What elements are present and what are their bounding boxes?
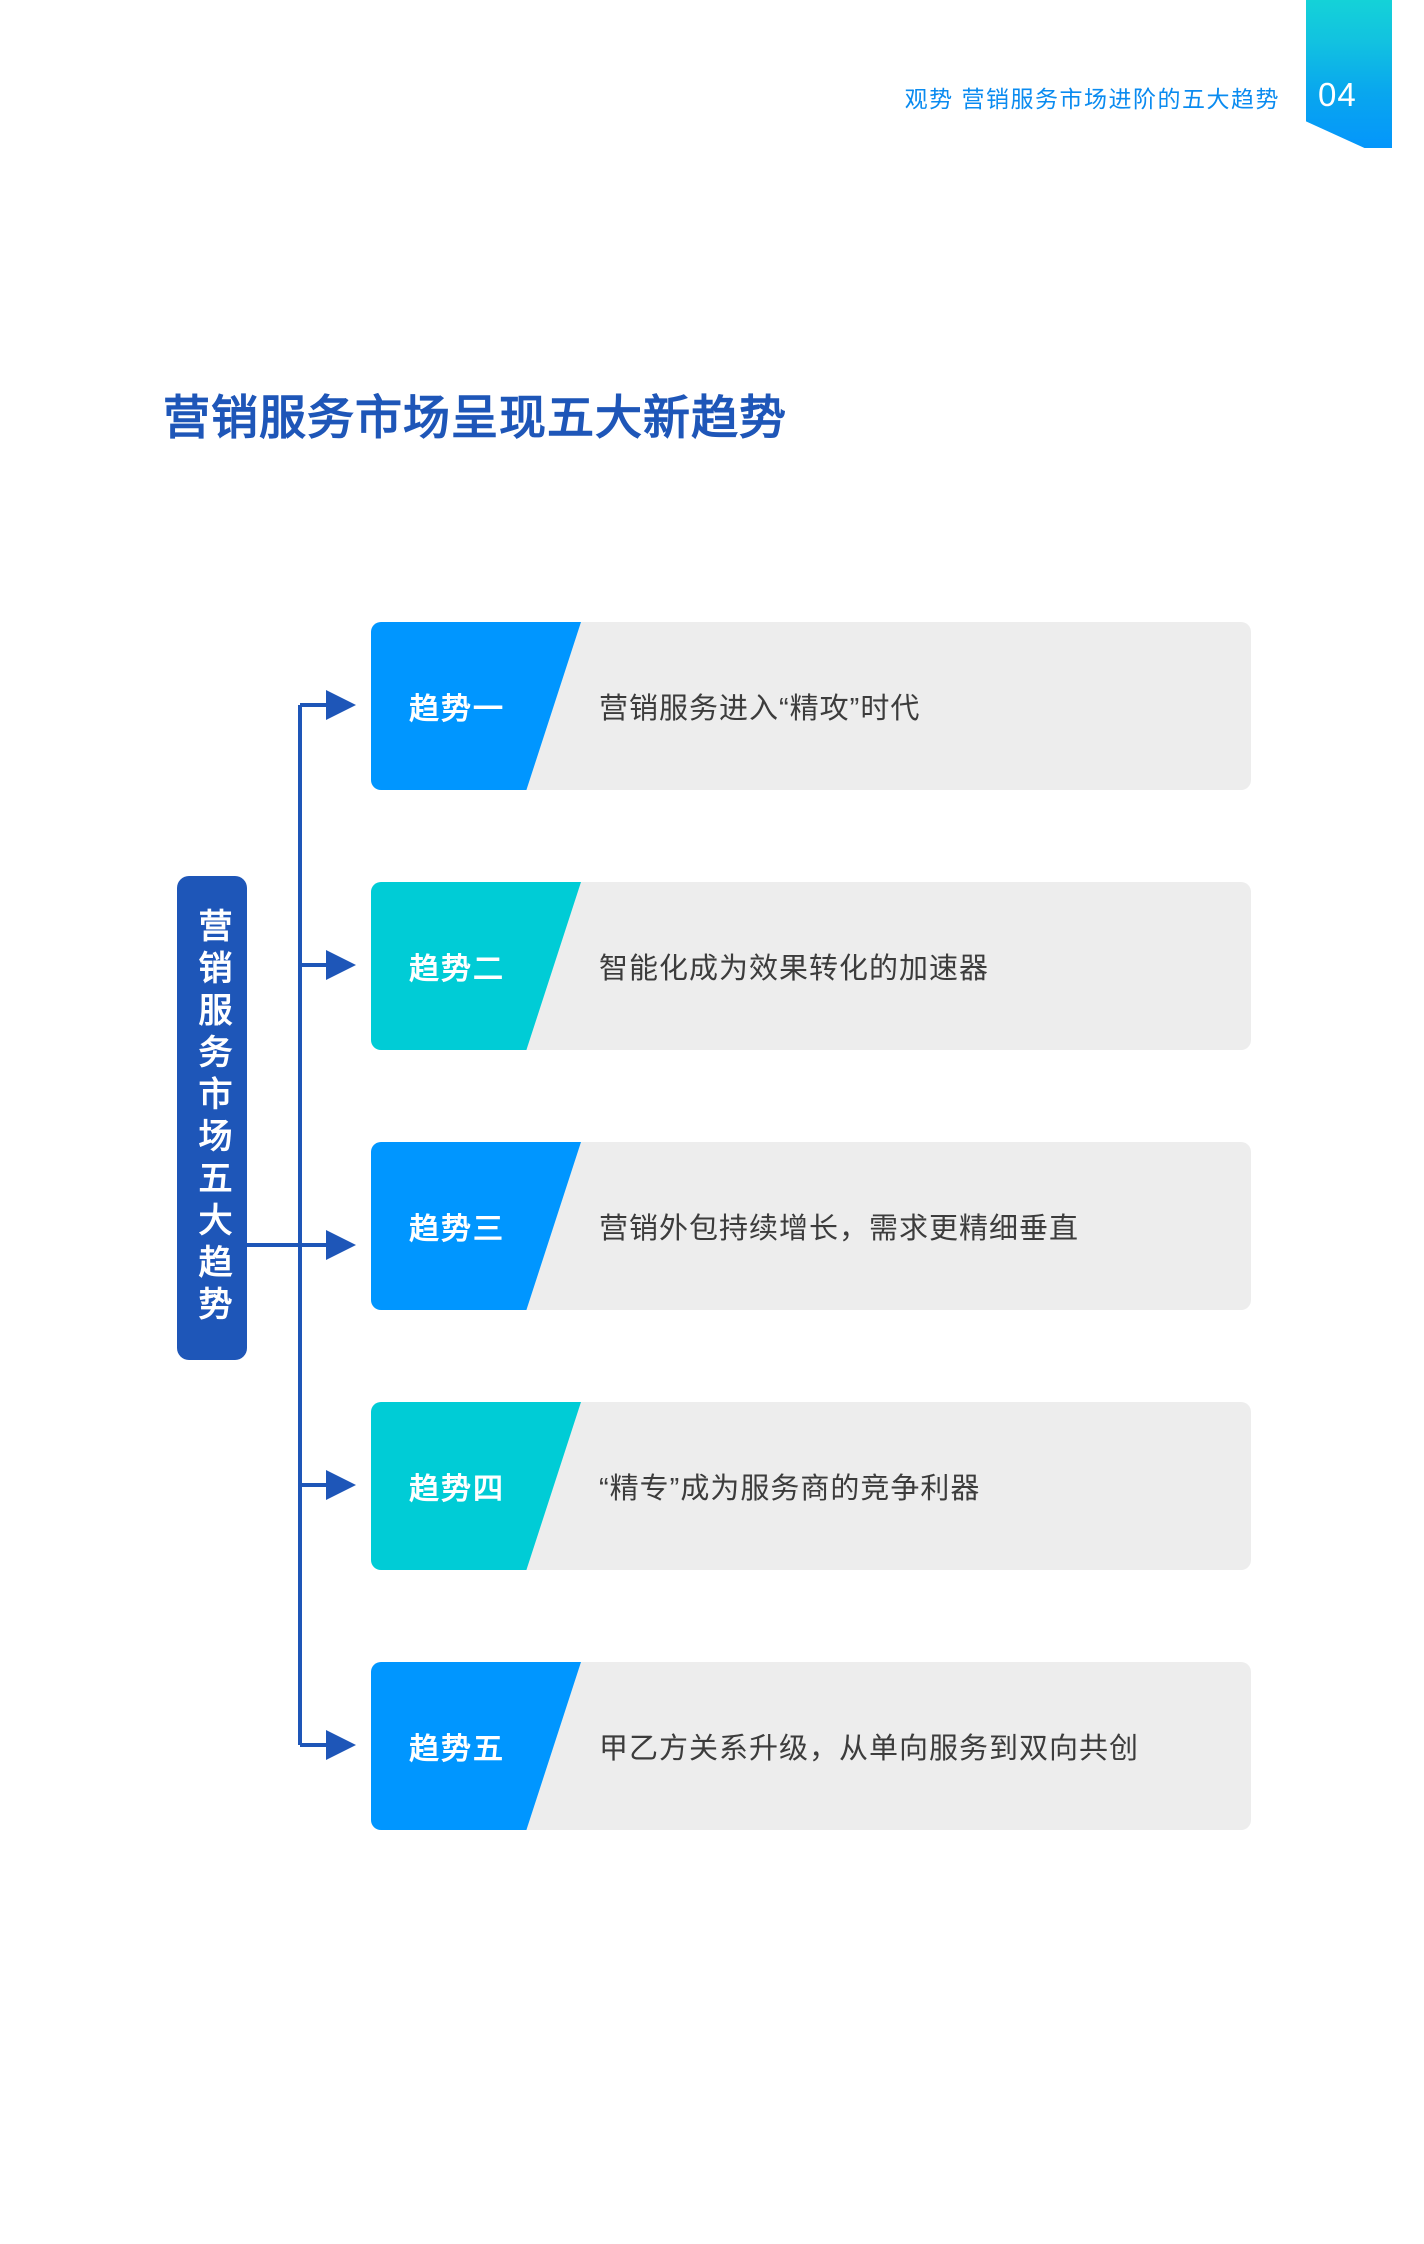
trend-card-text: 智能化成为效果转化的加速器 xyxy=(599,953,990,985)
trend-card-5[interactable]: 趋势五 甲乙方关系升级，从单向服务到双向共创 xyxy=(371,1662,1251,1830)
trend-card-tab: 趋势一 xyxy=(371,622,581,790)
page-number-ribbon xyxy=(1306,0,1392,148)
trend-card-3[interactable]: 趋势三 营销外包持续增长，需求更精细垂直 xyxy=(371,1142,1251,1310)
breadcrumb: 观势 营销服务市场进阶的五大趋势 xyxy=(904,86,1280,112)
trend-card-tab-label: 趋势一 xyxy=(409,693,505,726)
trend-card-tab: 趋势四 xyxy=(371,1402,581,1570)
trend-card-text: 甲乙方关系升级，从单向服务到双向共创 xyxy=(599,1733,1140,1765)
trend-card-tab: 趋势二 xyxy=(371,882,581,1050)
trend-card-4[interactable]: 趋势四 “精专”成为服务商的竞争利器 xyxy=(371,1402,1251,1570)
page-title: 营销服务市场呈现五大新趋势 xyxy=(163,391,787,445)
trend-card-tab-label: 趋势四 xyxy=(409,1473,505,1506)
page-number: 04 xyxy=(1318,76,1357,113)
arrowhead-icon xyxy=(326,1730,356,1760)
trend-card-tab-label: 趋势三 xyxy=(409,1213,505,1246)
trend-group-label: 营销服务市场五大趋势 xyxy=(177,876,247,1360)
arrowhead-icon xyxy=(326,690,356,720)
trend-card-tab-label: 趋势二 xyxy=(409,953,505,986)
trend-group-label-text: 营销服务市场五大趋势 xyxy=(193,908,231,1328)
trend-card-text: 营销服务进入“精攻”时代 xyxy=(599,693,921,725)
page-header: 04 观势 营销服务市场进阶的五大趋势 xyxy=(0,0,1424,180)
trend-card-tab-label: 趋势五 xyxy=(409,1733,505,1766)
trend-card-text: “精专”成为服务商的竞争利器 xyxy=(599,1473,981,1505)
trend-card-tab: 趋势五 xyxy=(371,1662,581,1830)
arrowhead-icon xyxy=(326,950,356,980)
trend-card-1[interactable]: 趋势一 营销服务进入“精攻”时代 xyxy=(371,622,1251,790)
arrowhead-icon xyxy=(326,1230,356,1260)
arrowhead-icon xyxy=(326,1470,356,1500)
trend-card-2[interactable]: 趋势二 智能化成为效果转化的加速器 xyxy=(371,882,1251,1050)
trend-card-text: 营销外包持续增长，需求更精细垂直 xyxy=(599,1213,1080,1245)
trend-card-tab: 趋势三 xyxy=(371,1142,581,1310)
